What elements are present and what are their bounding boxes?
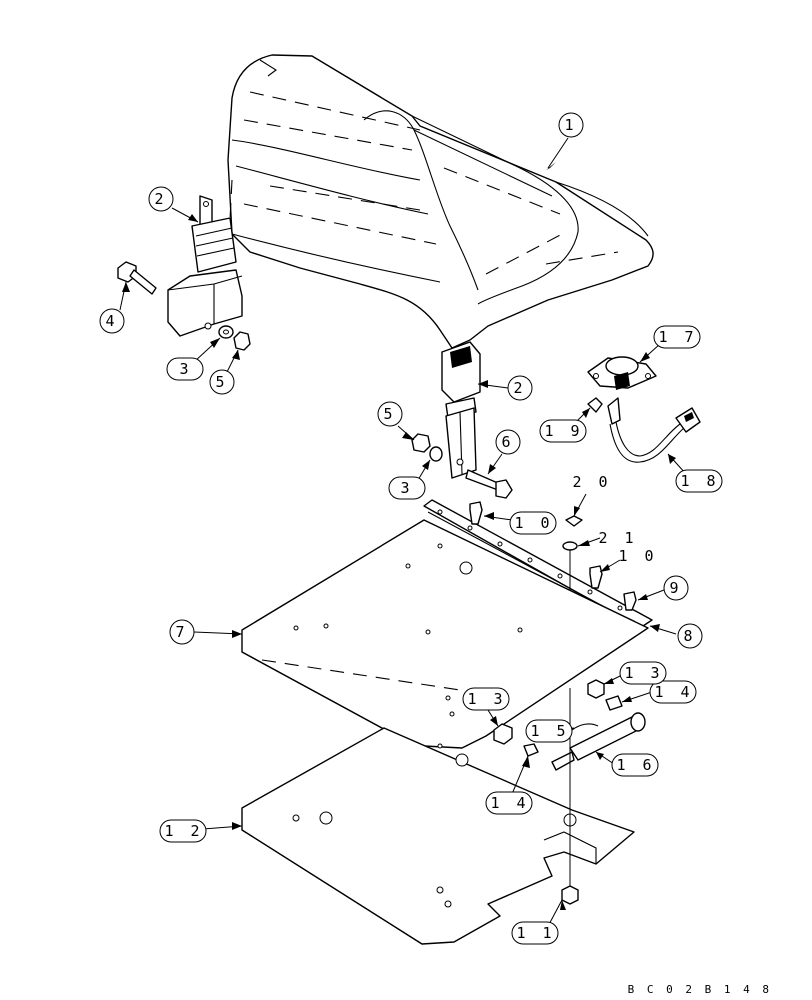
seat-belt-left: [167, 195, 243, 337]
callout-label: 1 0: [514, 514, 553, 532]
callout-label: 2 0: [572, 473, 611, 491]
callout-2-right: 2: [507, 375, 533, 401]
callout-5-right: 5: [377, 401, 403, 427]
screw-9: [623, 591, 637, 611]
washer-3b: [429, 446, 443, 462]
bolt-6: [465, 469, 513, 499]
stud-14a: [523, 743, 539, 757]
callout-10-lower: 1 0: [618, 547, 657, 565]
nut-5a: [233, 331, 251, 351]
callout-8: 8: [677, 623, 703, 649]
callout-label: 1 6: [616, 756, 655, 774]
leader-lines: [119, 137, 687, 931]
callout-label: 1 2: [164, 822, 203, 840]
callout-label: 9: [669, 579, 682, 597]
callout-13-right: 1 3: [619, 661, 667, 685]
callout-label: 2 1: [598, 529, 637, 547]
callout-label: 1 8: [680, 472, 719, 490]
callout-label: 3: [400, 479, 413, 497]
base-plate: [241, 727, 635, 945]
callout-label: 1 9: [544, 422, 583, 440]
callout-20: 2 0: [572, 473, 611, 491]
callout-5-left: 5: [209, 369, 235, 395]
callout-13-left: 1 3: [462, 687, 510, 711]
callout-19: 1 9: [539, 419, 587, 443]
callout-label: 5: [383, 405, 396, 423]
callout-label: 1: [564, 116, 577, 134]
callout-3-right: 3: [388, 476, 426, 500]
seat-pan: [241, 519, 649, 749]
seat-switch: [587, 356, 657, 390]
callout-16: 1 6: [611, 753, 659, 777]
clip-15: [571, 723, 599, 731]
stud-14b: [605, 695, 623, 711]
gas-spring: [551, 712, 646, 771]
callout-11: 1 1: [511, 921, 559, 945]
callout-label: 1 3: [467, 690, 506, 708]
callout-2-left: 2: [148, 186, 174, 212]
bolt-10b: [589, 565, 603, 589]
callout-label: 5: [215, 373, 228, 391]
callout-14-left: 1 4: [485, 791, 533, 815]
seat-assembly: [227, 54, 654, 349]
screw-19: [587, 397, 603, 413]
callout-21: 2 1: [598, 529, 637, 547]
callout-label: 7: [175, 623, 188, 641]
callout-label: 3: [179, 360, 192, 378]
callout-10-upper: 1 0: [509, 511, 557, 535]
callout-6: 6: [495, 429, 521, 455]
callout-7: 7: [169, 619, 195, 645]
callout-label: 2: [513, 379, 526, 397]
callout-label: 1 5: [530, 722, 569, 740]
callout-3-left: 3: [166, 357, 204, 381]
callout-label: 2: [154, 190, 167, 208]
callout-label: 1 7: [658, 328, 697, 346]
callout-label: 1 0: [618, 547, 657, 565]
nut-13b: [587, 679, 605, 699]
screw-20: [565, 515, 583, 527]
callout-12: 1 2: [159, 819, 207, 843]
nut-5b: [411, 433, 431, 453]
callout-14-right: 1 4: [649, 680, 697, 704]
wire-harness: [607, 397, 701, 463]
callout-15: 1 5: [525, 719, 573, 743]
callout-label: 1 1: [516, 924, 555, 942]
callout-17: 1 7: [653, 325, 701, 349]
callout-18: 1 8: [675, 469, 723, 493]
callout-9: 9: [663, 575, 689, 601]
callout-label: 1 4: [490, 794, 529, 812]
callout-label: 1 4: [654, 683, 693, 701]
callout-label: 1 3: [624, 664, 663, 682]
nut-11: [561, 885, 579, 905]
bolt-4: [117, 261, 157, 295]
callout-4: 4: [99, 308, 125, 334]
seat-belt-buckle: [441, 341, 481, 479]
callout-label: 6: [501, 433, 514, 451]
drawing-code: B C 0 2 B 1 4 8: [627, 983, 772, 996]
nut-13a: [493, 723, 513, 745]
callout-1: 1: [558, 112, 584, 138]
washer-21: [562, 541, 578, 551]
callout-label: 4: [105, 312, 118, 330]
bolt-10a: [469, 501, 483, 525]
callout-label: 8: [683, 627, 696, 645]
